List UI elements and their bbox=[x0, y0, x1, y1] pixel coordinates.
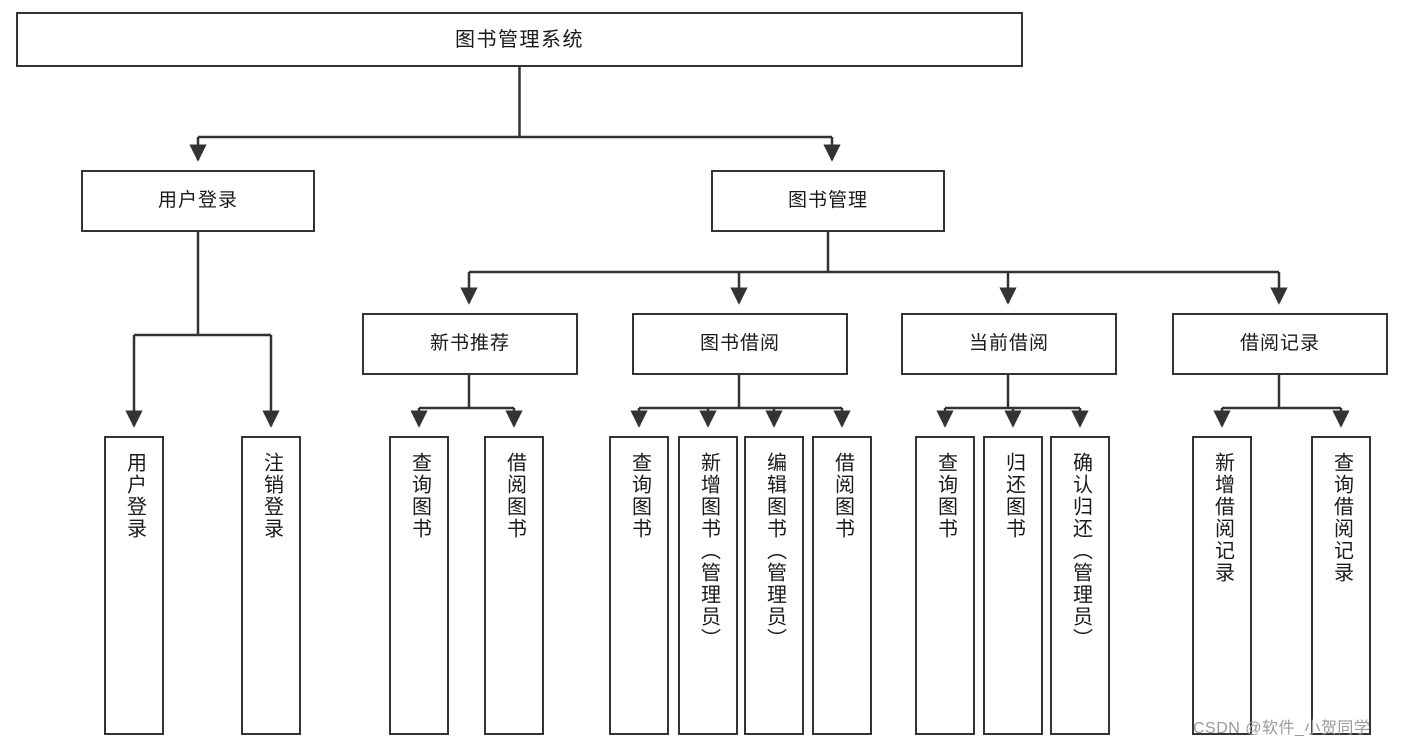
csdn-watermark: CSDN @软件_小贺同学 bbox=[1193, 720, 1371, 737]
leaf-label: 查询图书 bbox=[934, 452, 957, 540]
leaf-label: 确认归还（管理员） bbox=[1069, 452, 1092, 650]
node-leaf-query-record[interactable]: 查询借阅记录 bbox=[1311, 436, 1371, 735]
node-leaf-add-record[interactable]: 新增借阅记录 bbox=[1192, 436, 1252, 735]
leaf-label: 查询图书 bbox=[408, 452, 431, 540]
leaf-label: 借阅图书 bbox=[831, 452, 854, 540]
node-leaf-edit-book[interactable]: 编辑图书（管理员） bbox=[744, 436, 804, 735]
node-user-login[interactable]: 用户登录 bbox=[81, 170, 315, 232]
node-leaf-logout[interactable]: 注销登录 bbox=[241, 436, 301, 735]
node-leaf-borrow-book-2[interactable]: 借阅图书 bbox=[812, 436, 872, 735]
node-root[interactable]: 图书管理系统 bbox=[16, 12, 1023, 67]
node-leaf-borrow-book-1[interactable]: 借阅图书 bbox=[484, 436, 544, 735]
node-book-manage[interactable]: 图书管理 bbox=[711, 170, 945, 232]
node-leaf-query-book-1[interactable]: 查询图书 bbox=[389, 436, 449, 735]
node-leaf-query-book-2[interactable]: 查询图书 bbox=[609, 436, 669, 735]
node-leaf-return-book[interactable]: 归还图书 bbox=[983, 436, 1043, 735]
leaf-label: 编辑图书（管理员） bbox=[763, 452, 786, 650]
node-new-book-recommend[interactable]: 新书推荐 bbox=[362, 313, 578, 375]
leaf-label: 新增图书（管理员） bbox=[697, 452, 720, 650]
leaf-label: 注销登录 bbox=[260, 452, 283, 540]
leaf-label: 查询借阅记录 bbox=[1330, 452, 1353, 584]
leaf-label: 用户登录 bbox=[123, 452, 146, 540]
node-leaf-user-login[interactable]: 用户登录 bbox=[104, 436, 164, 735]
node-leaf-query-book-3[interactable]: 查询图书 bbox=[915, 436, 975, 735]
node-borrow-record[interactable]: 借阅记录 bbox=[1172, 313, 1388, 375]
node-leaf-add-book[interactable]: 新增图书（管理员） bbox=[678, 436, 738, 735]
leaf-label: 查询图书 bbox=[628, 452, 651, 540]
node-leaf-confirm-return[interactable]: 确认归还（管理员） bbox=[1050, 436, 1110, 735]
leaf-label: 借阅图书 bbox=[503, 452, 526, 540]
leaf-label: 新增借阅记录 bbox=[1211, 452, 1234, 584]
leaf-label: 归还图书 bbox=[1002, 452, 1025, 540]
node-book-borrow[interactable]: 图书借阅 bbox=[632, 313, 848, 375]
node-current-borrow[interactable]: 当前借阅 bbox=[901, 313, 1117, 375]
